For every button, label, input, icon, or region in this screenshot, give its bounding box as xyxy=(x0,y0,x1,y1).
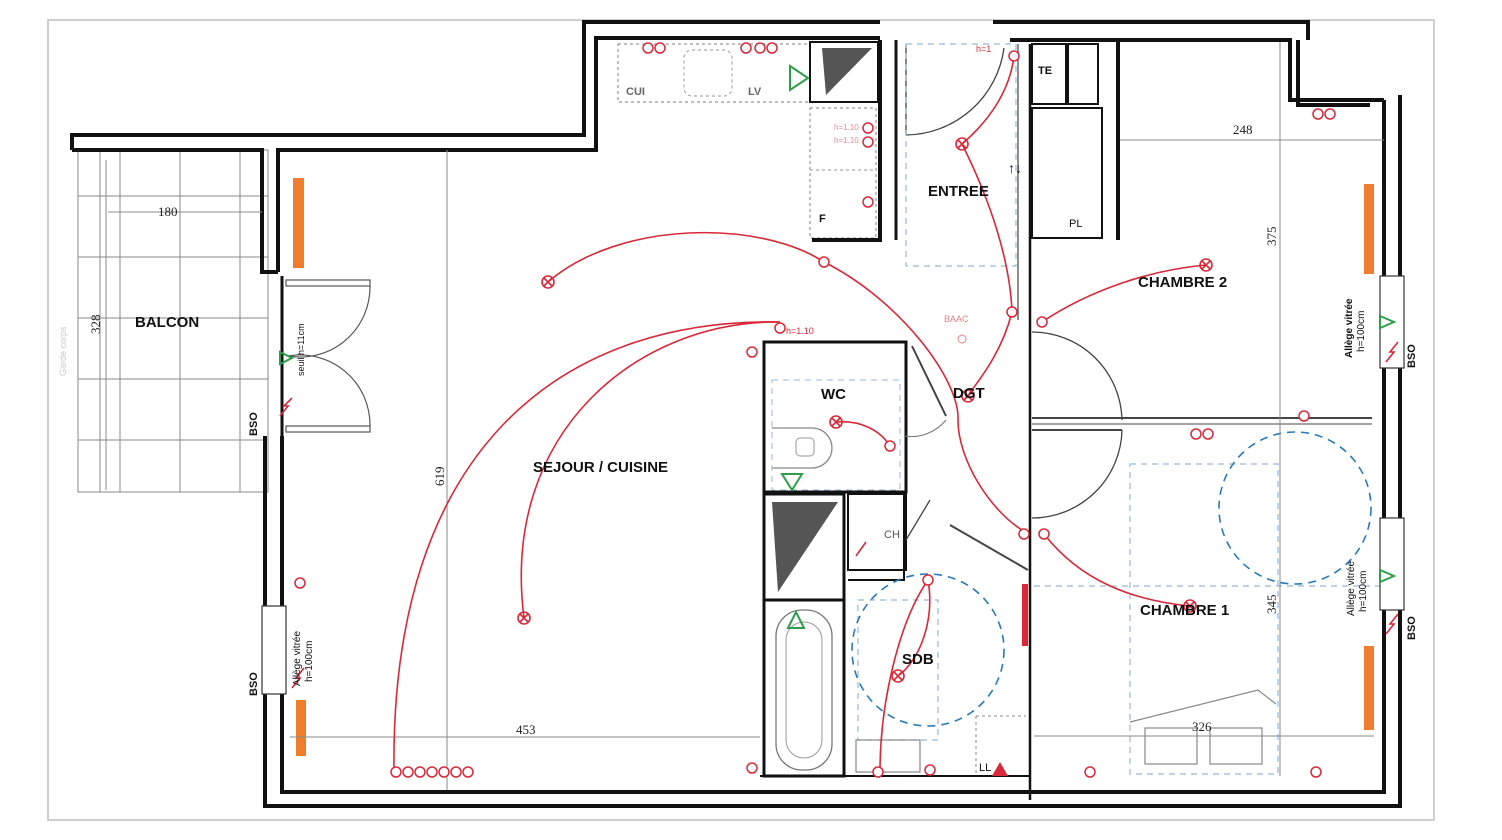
dim-balcon-width: 180 xyxy=(158,204,178,219)
ventilation-icons xyxy=(279,64,1397,629)
bathroom-block xyxy=(760,340,1030,778)
fixture-lv: LV xyxy=(748,86,762,98)
allege-chambre1-2: h=100cm xyxy=(1358,570,1369,612)
allege-sejour-2: h=100cm xyxy=(304,640,315,682)
fixture-baac: BAAC xyxy=(944,314,969,324)
bso-arrows xyxy=(279,341,1399,689)
room-label-dgt: DGT xyxy=(953,385,985,402)
room-label-wc: WC xyxy=(821,386,846,403)
dimension-lines xyxy=(105,42,1384,790)
light-icon xyxy=(955,137,969,151)
entree-zone xyxy=(905,43,1017,267)
dim-chambre2-width: 248 xyxy=(1233,122,1253,137)
fixture-f: F xyxy=(819,213,826,225)
light-icon xyxy=(891,669,905,683)
bso-label-chambre1: BSO xyxy=(1406,616,1418,640)
light-points xyxy=(517,137,1213,683)
entrance-door xyxy=(905,45,1005,136)
height-note-kitchen-2: h=1.10 xyxy=(834,136,859,145)
height-note-kitchen-1: h=1.10 xyxy=(834,123,859,132)
dgt-doors xyxy=(905,331,1372,571)
light-icon xyxy=(1183,599,1197,613)
dim-sejour-depth: 619 xyxy=(432,466,447,487)
room-label-sdb: SDB xyxy=(902,651,934,668)
fixture-pl: PL xyxy=(1069,218,1083,230)
balcony-doors xyxy=(280,276,371,436)
dim-balcon-depth: 328 xyxy=(88,314,103,335)
fixture-cui: CUI xyxy=(626,86,645,98)
light-icon xyxy=(1199,258,1213,272)
bso-label-sejour: BSO xyxy=(248,672,260,696)
sockets xyxy=(294,42,1336,778)
clearance-circle-chambre1 xyxy=(1218,431,1372,585)
switch-panel-red xyxy=(992,584,1028,776)
light-icon xyxy=(961,389,975,403)
dim-chambre1-width: 326 xyxy=(1192,719,1212,734)
balcony-wall xyxy=(70,20,880,274)
room-label-balcon: BALCON xyxy=(135,314,200,331)
room-label-sejour: SEJOUR / CUISINE xyxy=(533,459,669,476)
allege-chambre2-2: h=100cm xyxy=(1356,310,1367,352)
fixture-ll: LL xyxy=(979,762,992,774)
stairs-arrows: ↑↓ xyxy=(1008,160,1022,176)
radiators xyxy=(293,178,1374,756)
height-note-sejour: h=1.10 xyxy=(786,326,814,336)
garde-corps-label: Garde corps xyxy=(58,326,68,376)
closets xyxy=(1017,43,1103,800)
clearance-circle-sdb xyxy=(851,573,1005,727)
light-icon xyxy=(541,275,555,289)
room-label-chambre1: CHAMBRE 1 xyxy=(1140,602,1230,619)
bed-chambre-1 xyxy=(1034,463,1380,775)
electrical-wiring xyxy=(393,55,1207,773)
dim-chambre1-depth: 345 xyxy=(1264,594,1279,615)
dim-chambre2-depth: 375 xyxy=(1264,226,1279,247)
smoke-detector-icon xyxy=(957,334,967,344)
room-label-chambre2: CHAMBRE 2 xyxy=(1138,274,1228,291)
fixture-te: TE xyxy=(1038,65,1053,77)
bso-label-balcony: BSO xyxy=(248,412,260,436)
allege-chambre2-1: Allège vitrée xyxy=(1344,298,1355,358)
kitchen-counter xyxy=(617,40,898,242)
room-label-entree: ENTREE xyxy=(928,183,989,200)
seuil-label: seuil h=11cm xyxy=(296,323,306,376)
allege-sejour-1: Allège vitrée xyxy=(292,630,303,686)
light-icon xyxy=(829,415,843,429)
fixture-ch: CH xyxy=(884,529,900,541)
dim-sejour-width: 453 xyxy=(516,722,536,737)
bso-label-chambre2: BSO xyxy=(1406,344,1418,368)
allege-chambre1-1: Allège vitrée xyxy=(1346,560,1357,616)
light-icon xyxy=(517,611,531,625)
height-note-entree: h=1 xyxy=(976,44,992,54)
